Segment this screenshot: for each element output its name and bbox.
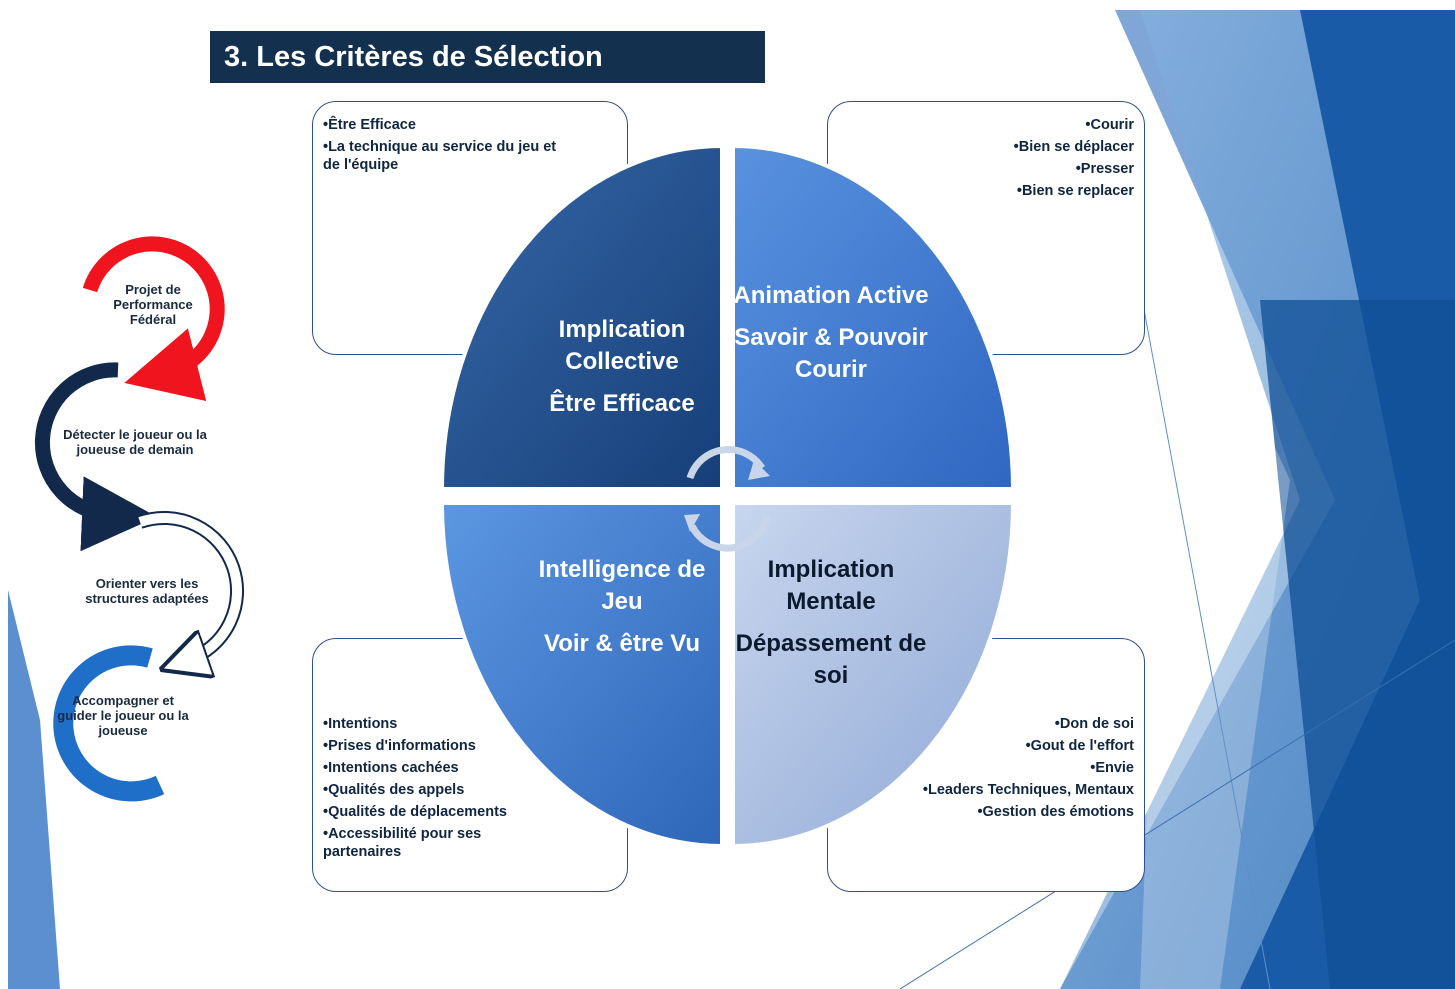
bg-shape-deep (1260, 300, 1455, 989)
bg-shape-shine (1140, 220, 1290, 989)
criteria-list-top-right: Courir Bien se déplacer Presser Bien se … (894, 116, 1134, 204)
criteria-item: Gestion des émotions (874, 803, 1134, 821)
quadrant-title: Intelligence de Jeu (538, 556, 706, 615)
quadrant-title: Implication Mentale (767, 556, 895, 615)
quadrant-title: Implication Collective (558, 316, 686, 375)
title-bar: 3. Les Critères de Sélection (210, 31, 765, 83)
criteria-item: Prises d'informations (323, 737, 563, 755)
criteria-list-top-left: Être Efficace La technique au service du… (323, 116, 563, 178)
criteria-item: Qualités de déplacements (323, 803, 563, 821)
quadrant-subtitle: Dépassement de soi (735, 630, 927, 689)
criteria-item: Envie (874, 759, 1134, 777)
criteria-item: Intentions cachées (323, 759, 563, 777)
criteria-list-bottom-left: Intentions Prises d'informations Intenti… (323, 715, 563, 865)
criteria-item: Bien se replacer (894, 182, 1134, 200)
criteria-item: Courir (894, 116, 1135, 134)
quadrant-subtitle: Savoir & Pouvoir Courir (734, 324, 928, 383)
criteria-item: Leaders Techniques, Mentaux (874, 781, 1134, 799)
bg-shape-left (8, 590, 60, 989)
quadrant-subtitle: Être Efficace (549, 390, 695, 417)
criteria-item: Presser (894, 160, 1134, 178)
quadrant-text-bottom-left: Intelligence de Jeu Voir & être Vu (522, 554, 722, 660)
quadrant-subtitle: Voir & être Vu (543, 630, 701, 657)
cycle-ring-blue (53, 645, 165, 802)
cycle-arrow-red (82, 236, 225, 401)
criteria-item: Don de soi (874, 715, 1134, 733)
criteria-item: La technique au service du jeu et de l'é… (323, 138, 563, 174)
cycle-label-1: Projet de Performance Fédéral (113, 282, 193, 327)
quadrant-text-bottom-right: Implication Mentale Dépassement de soi (731, 554, 931, 692)
quadrant-title: Animation Active (733, 282, 929, 309)
cycle-arrow-bottom-icon (688, 515, 771, 552)
criteria-item: Qualités des appels (323, 781, 563, 799)
bg-line (1119, 179, 1271, 989)
criteria-item: Bien se déplacer (894, 138, 1134, 156)
criteria-item: Gout de l'effort (874, 737, 1134, 755)
criteria-item: Être Efficace (323, 116, 563, 134)
cycle-arrow-top-icon (686, 446, 765, 480)
quadrant-top-right (731, 143, 1016, 491)
cycle-arrowhead-top (748, 460, 770, 480)
page-title: 3. Les Critères de Sélection (224, 41, 603, 73)
criteria-item: Accessibilité pour ses partenaires (323, 825, 563, 861)
quadrant-text-top-left: Implication Collective Être Efficace (522, 314, 722, 420)
cycle-arrowhead-bottom (684, 514, 700, 532)
bg-line (899, 639, 1455, 989)
criteria-item: Intentions (323, 715, 563, 733)
quadrant-bottom-left (439, 501, 724, 849)
criteria-list-bottom-right: Don de soi Gout de l'effort Envie Leader… (874, 715, 1134, 825)
quadrant-bottom-right (731, 501, 1016, 849)
cycle-arrow-navy (34, 362, 157, 552)
cycle-label-2: Détecter le joueur ou la joueuse de dema… (63, 427, 207, 457)
quadrant-text-top-right: Animation Active Savoir & Pouvoir Courir (731, 280, 931, 386)
cycle-label-3: Orienter vers les structures adaptées (85, 576, 209, 606)
quadrant-top-left (439, 143, 724, 491)
cycle-label-4: Accompagner et guider le joueur ou la jo… (57, 693, 189, 738)
cycle-arrow-white (138, 513, 243, 660)
